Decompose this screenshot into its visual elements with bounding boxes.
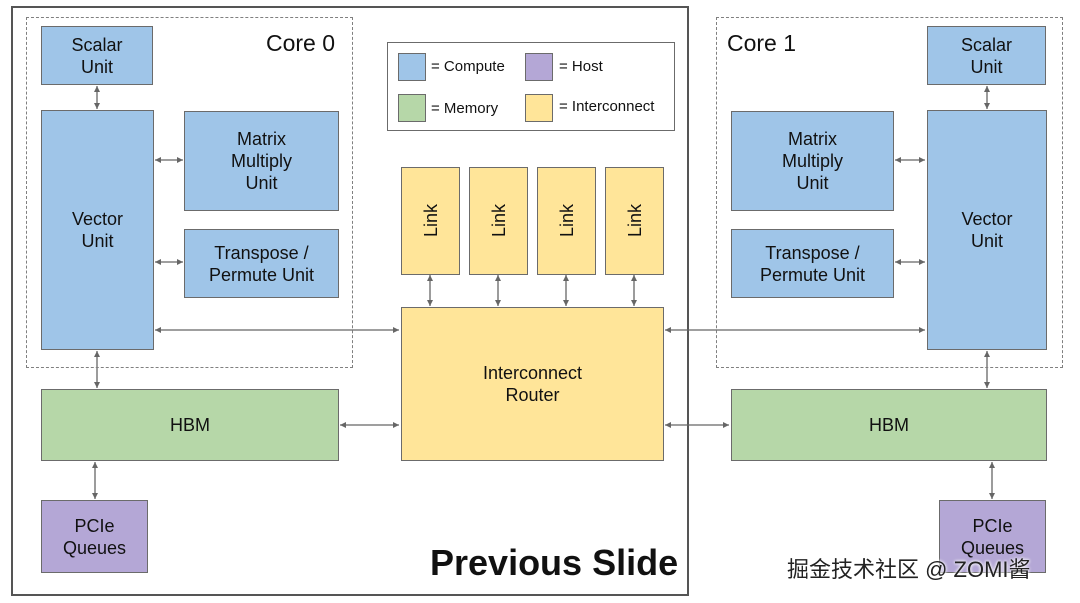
previous-slide-frame	[11, 6, 689, 596]
core-0-title: Core 0	[266, 30, 336, 56]
core-0-scalar-unit: Scalar Unit	[41, 26, 153, 85]
legend-compute-label: = Compute	[431, 58, 505, 75]
legend-host-label: = Host	[559, 58, 603, 75]
core-0-matrix-multiply-unit: Matrix Multiply Unit	[184, 111, 339, 211]
link-2-label: Link	[488, 204, 509, 238]
core-0-pcie-queues: PCIe Queues	[41, 500, 148, 573]
core-1-hbm: HBM	[731, 389, 1047, 461]
legend-host-swatch	[525, 53, 553, 81]
legend-memory-swatch	[398, 94, 426, 122]
previous-slide-caption: Previous Slide	[430, 542, 679, 583]
core-0-hbm: HBM	[41, 389, 339, 461]
core-1-transpose-permute-unit: Transpose / Permute Unit	[731, 229, 894, 298]
core-1-region	[716, 17, 1063, 368]
legend-memory-label: = Memory	[431, 100, 499, 117]
legend-interconnect-swatch	[525, 94, 553, 122]
link-4-label: Link	[624, 204, 645, 238]
legend-interconnect-label: = Interconnect	[559, 98, 655, 115]
link-4: Link	[605, 167, 664, 275]
link-2: Link	[469, 167, 528, 275]
core-1-pcie-queues: PCIe Queues	[939, 500, 1046, 573]
core-0-transpose-permute-unit: Transpose / Permute Unit	[184, 229, 339, 298]
link-1: Link	[401, 167, 460, 275]
core-1-vector-unit: Vector Unit	[927, 110, 1047, 350]
legend-compute-swatch	[398, 53, 426, 81]
link-3-label: Link	[556, 204, 577, 238]
link-1-label: Link	[420, 204, 441, 238]
core-0-vector-unit: Vector Unit	[41, 110, 154, 350]
watermark: 掘金技术社区 @ ZOMI酱	[787, 557, 1031, 582]
link-3: Link	[537, 167, 596, 275]
legend: = Compute = Host = Memory = Interconnect	[387, 42, 675, 131]
core-0-region	[26, 17, 353, 368]
interconnect-router: Interconnect Router	[401, 307, 664, 461]
core-1-scalar-unit: Scalar Unit	[927, 26, 1046, 85]
core-1-title: Core 1	[727, 30, 797, 56]
core-1-matrix-multiply-unit: Matrix Multiply Unit	[731, 111, 894, 211]
